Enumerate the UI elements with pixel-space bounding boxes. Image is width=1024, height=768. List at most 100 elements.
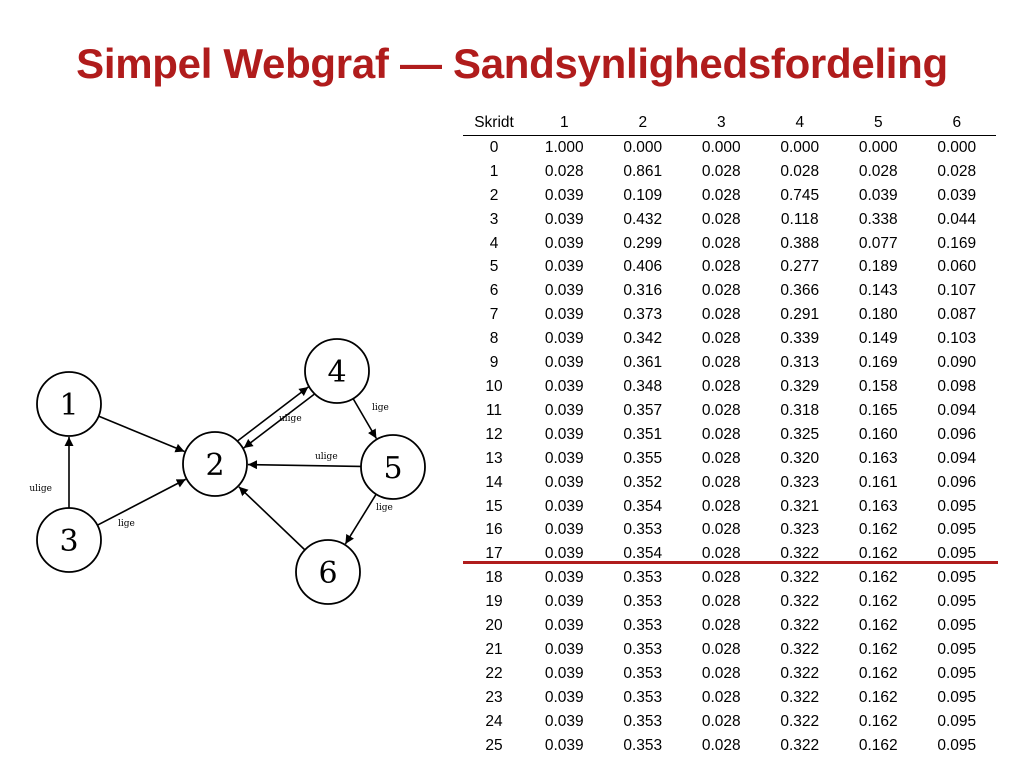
probability-cell: 0.039 [544,521,584,539]
probability-cell: 0.028 [701,330,741,348]
edge-arrow-1-to-2 [98,415,185,453]
probability-cell: 0.354 [623,497,663,515]
probability-cell: 0.320 [780,449,820,467]
probability-cell: 0.353 [623,521,663,539]
probability-cell: 0.745 [780,186,820,204]
probability-cell: 0.321 [780,497,820,515]
probability-cell: 0.366 [780,282,820,300]
probability-cell: 0.165 [858,401,898,419]
step-cell: 14 [485,473,503,491]
probability-cell: 0.039 [544,377,584,395]
probability-cell: 0.028 [701,473,741,491]
edge-label: ulige [29,484,52,494]
probability-cell: 0.028 [701,640,741,658]
probability-cell: 0.028 [701,521,741,539]
probability-cell: 0.039 [544,593,584,611]
probability-cell: 0.028 [701,545,741,563]
graph-node-label: 1 [59,388,78,423]
probability-cell: 0.329 [780,377,820,395]
probability-cell: 0.028 [701,306,741,324]
probability-cell: 0.039 [544,497,584,515]
probability-cell: 0.322 [780,569,820,587]
step-cell: 15 [485,497,503,515]
probability-cell: 0.353 [623,736,663,754]
step-cell: 4 [489,234,499,252]
probability-cell: 0.354 [623,545,663,563]
probability-cell: 0.361 [623,354,663,372]
probability-cell: 0.096 [937,425,977,443]
probability-cell: 0.096 [937,473,977,491]
probability-cell: 0.325 [780,425,820,443]
probability-cell: 0.353 [623,617,663,635]
probability-cell: 0.028 [701,354,741,372]
probability-cell: 0.406 [623,258,663,276]
edge-arrow-4-to-5 [352,398,378,439]
probability-cell: 0.169 [937,234,977,252]
slide-title: Simpel Webgraf — Sandsynlighedsfordeling [76,40,948,87]
probability-cell: 0.039 [544,617,584,635]
probability-cell: 0.355 [623,449,663,467]
probability-cell: 0.143 [858,282,898,300]
probability-cell: 0.039 [858,186,898,204]
probability-cell: 0.090 [937,354,977,372]
edge-arrow-3-to-2 [97,478,187,526]
graph-node-1 [36,371,102,437]
probability-cell: 0.028 [701,377,741,395]
probability-cell: 0.162 [858,664,898,682]
probability-cell: 0.351 [623,425,663,443]
probability-cell: 0.028 [701,497,741,515]
step-cell: 12 [485,425,503,443]
probability-cell: 0.000 [780,138,820,156]
probability-cell: 0.028 [701,736,741,754]
probability-cell: 0.162 [858,569,898,587]
step-cell: 3 [489,210,499,228]
probability-cell: 0.162 [858,640,898,658]
probability-cell: 0.039 [544,401,584,419]
probability-cell: 0.028 [701,186,741,204]
probability-cell: 0.323 [780,521,820,539]
probability-cell: 0.000 [623,138,663,156]
probability-cell: 0.162 [858,617,898,635]
probability-cell: 0.277 [780,258,820,276]
graph-node-5 [360,434,426,500]
probability-cell: 0.000 [701,138,741,156]
probability-cell: 0.039 [544,306,584,324]
step-cell: 21 [485,640,503,658]
probability-cell: 0.160 [858,425,898,443]
edge-label: ulige [315,452,338,462]
column-header-step: Skridt [463,111,525,136]
probability-cell: 0.000 [937,138,977,156]
probability-cell: 0.044 [937,210,977,228]
column-header-node-6: 6 [917,111,996,136]
probability-cell: 0.028 [701,617,741,635]
probability-cell: 0.318 [780,401,820,419]
probability-cell: 1.000 [544,138,584,156]
probability-cell: 0.162 [858,545,898,563]
probability-cell: 0.322 [780,736,820,754]
step-cell: 11 [485,401,503,419]
step-cell: 13 [485,449,503,467]
probability-cell: 0.094 [937,449,977,467]
step-cell: 18 [485,569,503,587]
probability-cell: 0.095 [937,521,977,539]
probability-cell: 0.028 [701,162,741,180]
probability-cell: 0.039 [544,640,584,658]
step-cell: 23 [485,688,503,706]
probability-cell: 0.098 [937,377,977,395]
probability-cell: 0.095 [937,593,977,611]
probability-cell: 0.322 [780,688,820,706]
